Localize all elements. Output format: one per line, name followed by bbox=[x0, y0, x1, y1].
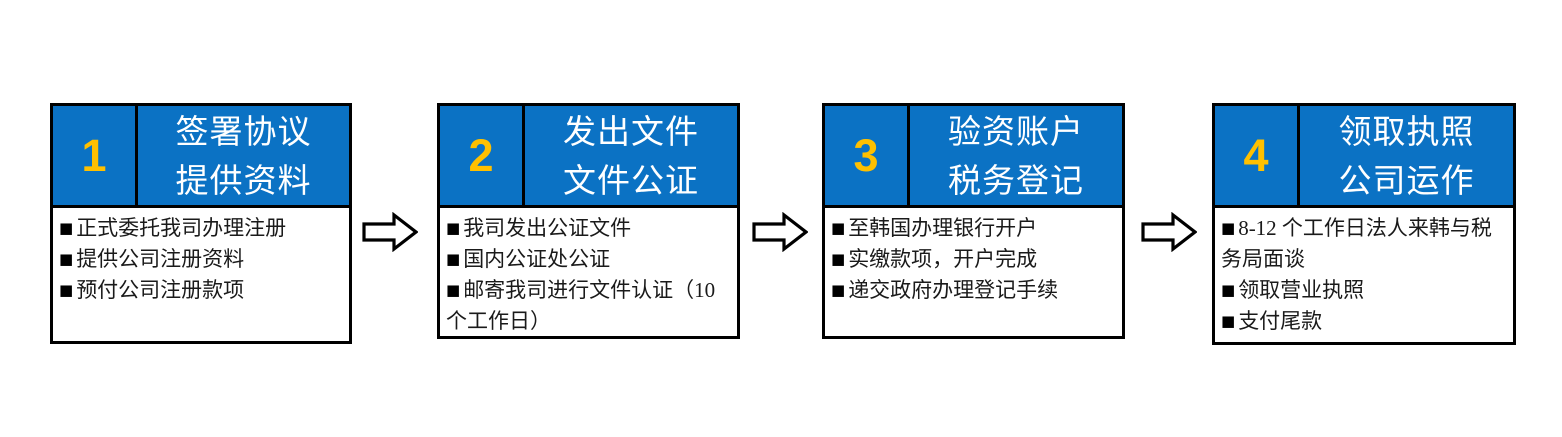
list-item-text: 邮寄我司进行文件认证（10 个工作日） bbox=[446, 278, 716, 333]
step-card-2: 2 发出文件 文件公证 ■我司发出公证文件 ■国内公证处公证 ■邮寄我司进行文件… bbox=[437, 103, 740, 339]
step-2-title-cell: 发出文件 文件公证 bbox=[525, 106, 737, 205]
square-bullet-icon: ■ bbox=[59, 219, 74, 237]
step-2-title-line-2: 文件公证 bbox=[563, 161, 699, 199]
list-item: ■领取营业执照 bbox=[1221, 275, 1507, 306]
arrow-step3-to-step4 bbox=[1141, 212, 1197, 252]
step-card-1: 1 签署协议 提供资料 ■正式委托我司办理注册 ■提供公司注册资料 ■预付公司注… bbox=[50, 103, 352, 344]
list-item-text: 8-12 个工作日法人来韩与税务局面谈 bbox=[1221, 216, 1492, 271]
step-1-title-line-1: 签署协议 bbox=[175, 112, 312, 150]
list-item-text: 递交政府办理登记手续 bbox=[848, 278, 1059, 302]
square-bullet-icon: ■ bbox=[1221, 219, 1236, 237]
list-item-text: 国内公证处公证 bbox=[463, 247, 611, 271]
step-2-title-line-1: 发出文件 bbox=[563, 112, 699, 150]
list-item-text: 实缴款项，开户完成 bbox=[848, 247, 1038, 271]
step-3-title-line-1: 验资账户 bbox=[948, 112, 1084, 150]
list-item-text: 提供公司注册资料 bbox=[76, 247, 245, 271]
square-bullet-icon: ■ bbox=[831, 281, 846, 299]
square-bullet-icon: ■ bbox=[59, 250, 74, 268]
step-card-3: 3 验资账户 税务登记 ■至韩国办理银行开户 ■实缴款项，开户完成 ■递交政府办… bbox=[822, 103, 1125, 339]
step-3-number-cell: 3 bbox=[825, 106, 910, 205]
list-item: ■支付尾款 bbox=[1221, 306, 1507, 337]
step-4-number-cell: 4 bbox=[1215, 106, 1300, 205]
step-2-number: 2 bbox=[468, 130, 494, 181]
step-4-title-line-2: 公司运作 bbox=[1338, 161, 1475, 199]
square-bullet-icon: ■ bbox=[831, 219, 846, 237]
step-3-title-cell: 验资账户 税务登记 bbox=[910, 106, 1122, 205]
step-2-number-cell: 2 bbox=[440, 106, 525, 205]
list-item: ■预付公司注册款项 bbox=[59, 275, 343, 306]
step-1-body: ■正式委托我司办理注册 ■提供公司注册资料 ■预付公司注册款项 bbox=[50, 208, 352, 344]
square-bullet-icon: ■ bbox=[59, 281, 74, 299]
list-item: ■实缴款项，开户完成 bbox=[831, 244, 1116, 275]
step-4-body: ■8-12 个工作日法人来韩与税务局面谈 ■领取营业执照 ■支付尾款 bbox=[1212, 208, 1516, 345]
list-item: ■邮寄我司进行文件认证（10 个工作日） bbox=[446, 275, 731, 337]
list-item: ■国内公证处公证 bbox=[446, 244, 731, 275]
step-1-number: 1 bbox=[81, 130, 107, 181]
step-3-body: ■至韩国办理银行开户 ■实缴款项，开户完成 ■递交政府办理登记手续 bbox=[822, 208, 1125, 339]
square-bullet-icon: ■ bbox=[1221, 281, 1236, 299]
list-item-text: 领取营业执照 bbox=[1238, 278, 1365, 302]
list-item-text: 我司发出公证文件 bbox=[463, 216, 632, 240]
list-item-text: 至韩国办理银行开户 bbox=[848, 216, 1038, 240]
list-item: ■递交政府办理登记手续 bbox=[831, 275, 1116, 306]
list-item-text: 支付尾款 bbox=[1238, 309, 1323, 333]
step-3-title-line-2: 税务登记 bbox=[948, 161, 1084, 199]
step-2-body: ■我司发出公证文件 ■国内公证处公证 ■邮寄我司进行文件认证（10 个工作日） bbox=[437, 208, 740, 339]
step-4-title-cell: 领取执照 公司运作 bbox=[1300, 106, 1513, 205]
step-4-number: 4 bbox=[1243, 130, 1269, 181]
list-item: ■我司发出公证文件 bbox=[446, 213, 731, 244]
square-bullet-icon: ■ bbox=[446, 219, 461, 237]
step-1-title-cell: 签署协议 提供资料 bbox=[138, 106, 349, 205]
list-item: ■正式委托我司办理注册 bbox=[59, 213, 343, 244]
list-item: ■提供公司注册资料 bbox=[59, 244, 343, 275]
step-3-header: 3 验资账户 税务登记 bbox=[822, 103, 1125, 208]
list-item: ■8-12 个工作日法人来韩与税务局面谈 bbox=[1221, 213, 1507, 275]
step-2-header: 2 发出文件 文件公证 bbox=[437, 103, 740, 208]
list-item: ■至韩国办理银行开户 bbox=[831, 213, 1116, 244]
step-4-header: 4 领取执照 公司运作 bbox=[1212, 103, 1516, 208]
step-1-title-line-2: 提供资料 bbox=[175, 161, 312, 199]
square-bullet-icon: ■ bbox=[831, 250, 846, 268]
list-item-text: 预付公司注册款项 bbox=[76, 278, 245, 302]
square-bullet-icon: ■ bbox=[446, 250, 461, 268]
square-bullet-icon: ■ bbox=[1221, 312, 1236, 330]
arrow-step1-to-step2 bbox=[362, 212, 418, 252]
step-1-header: 1 签署协议 提供资料 bbox=[50, 103, 352, 208]
step-1-number-cell: 1 bbox=[53, 106, 138, 205]
step-card-4: 4 领取执照 公司运作 ■8-12 个工作日法人来韩与税务局面谈 ■领取营业执照… bbox=[1212, 103, 1516, 345]
list-item-text: 正式委托我司办理注册 bbox=[76, 216, 287, 240]
step-4-title-line-1: 领取执照 bbox=[1338, 112, 1475, 150]
step-3-number: 3 bbox=[853, 130, 879, 181]
square-bullet-icon: ■ bbox=[446, 281, 461, 299]
arrow-step2-to-step3 bbox=[752, 212, 808, 252]
